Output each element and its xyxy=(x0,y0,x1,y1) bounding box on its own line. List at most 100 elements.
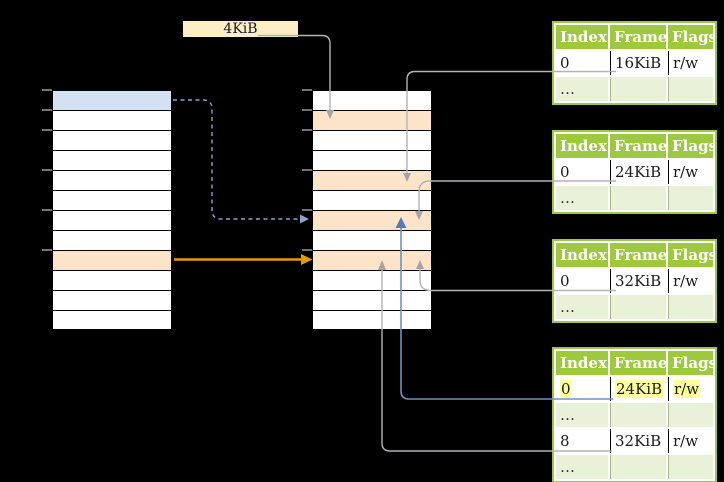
table-row-ellipsis: … xyxy=(556,295,713,319)
flags-cell: r/w xyxy=(668,429,713,453)
virtual-memory-column xyxy=(52,90,172,330)
index-cell: 0 xyxy=(556,269,608,293)
frame-cell: 32KiB xyxy=(610,269,666,293)
table-row: 0 32KiB r/w xyxy=(556,269,713,293)
col-header-flags: Flags xyxy=(668,351,713,375)
virtual-page-cell-10 xyxy=(53,291,171,311)
virtual-page-cell-3 xyxy=(53,151,171,171)
frame-cell: 16KiB xyxy=(610,51,666,75)
physical-frame-cell-11 xyxy=(313,311,431,329)
col-header-frame: Frame xyxy=(610,134,666,158)
physical-frame-cell-7 xyxy=(313,231,431,251)
address-tick xyxy=(302,169,312,171)
physical-frame-cell-3 xyxy=(313,151,431,171)
virtual-page-cell-5 xyxy=(53,191,171,211)
virtual-page-cell-0 xyxy=(53,91,171,111)
flags-cell: r/w xyxy=(668,51,713,75)
address-tick xyxy=(302,89,312,91)
table-header-row: Index Frame Flags xyxy=(556,243,713,267)
virtual-page-cell-11 xyxy=(53,311,171,329)
index-cell: 0 xyxy=(556,377,608,401)
table-row: 0 16KiB r/w xyxy=(556,51,713,75)
physical-frame-cell-4 xyxy=(313,171,431,191)
address-tick xyxy=(302,209,312,211)
col-header-frame: Frame xyxy=(610,243,666,267)
table-header-row: Index Frame Flags xyxy=(556,134,713,158)
page-table-1: Index Frame Flags 0 16KiB r/w … xyxy=(552,21,717,105)
address-tick xyxy=(302,109,312,111)
virtual-page-cell-4 xyxy=(53,171,171,191)
address-tick xyxy=(42,129,52,131)
table-row-ellipsis: … xyxy=(556,455,713,479)
page-table-2: Index Frame Flags 0 24KiB r/w … xyxy=(552,130,717,214)
index-cell: … xyxy=(556,403,608,427)
col-header-index: Index xyxy=(556,243,608,267)
index-cell: 0 xyxy=(556,51,608,75)
table-row-highlighted: 0 24KiB r/w xyxy=(556,377,713,401)
frame-cell xyxy=(610,455,666,479)
frame-cell xyxy=(610,295,666,319)
flags-cell xyxy=(668,403,713,427)
frame-cell xyxy=(610,403,666,427)
address-tick xyxy=(42,249,52,251)
virtual-page-cell-7 xyxy=(53,231,171,251)
address-tick xyxy=(302,249,312,251)
page-table-3: Index Frame Flags 0 32KiB r/w … xyxy=(552,239,717,323)
address-tick xyxy=(42,209,52,211)
table-row: 0 24KiB r/w xyxy=(556,160,713,184)
virtual-page-cell-9 xyxy=(53,271,171,291)
col-header-index: Index xyxy=(556,351,608,375)
virtual-page-cell-2 xyxy=(53,131,171,151)
virtual-page-cell-1 xyxy=(53,111,171,131)
col-header-index: Index xyxy=(556,134,608,158)
flags-cell: r/w xyxy=(668,269,713,293)
address-tick xyxy=(42,169,52,171)
flags-cell: r/w xyxy=(668,377,713,401)
table-header-row: Index Frame Flags xyxy=(556,351,713,375)
frame-cell: 32KiB xyxy=(610,429,666,453)
index-cell: … xyxy=(556,77,608,101)
address-tick xyxy=(42,89,52,91)
physical-memory-column xyxy=(312,90,432,330)
col-header-flags: Flags xyxy=(668,25,713,49)
index-cell: 0 xyxy=(556,160,608,184)
frame-cell xyxy=(610,77,666,101)
virtual-page-cell-8 xyxy=(53,251,171,271)
index-cell: … xyxy=(556,455,608,479)
col-header-frame: Frame xyxy=(610,351,666,375)
physical-frame-cell-1 xyxy=(313,111,431,131)
flags-cell xyxy=(668,186,713,210)
flags-cell xyxy=(668,77,713,101)
physical-frame-cell-5 xyxy=(313,191,431,211)
frame-cell: 24KiB xyxy=(610,377,666,401)
flags-cell xyxy=(668,455,713,479)
col-header-flags: Flags xyxy=(668,243,713,267)
arrowhead-right-frame-32k xyxy=(301,254,313,265)
col-header-index: Index xyxy=(556,25,608,49)
arrowhead-right-frame-24k xyxy=(300,214,309,224)
col-header-frame: Frame xyxy=(610,25,666,49)
col-header-flags: Flags xyxy=(668,134,713,158)
physical-frame-cell-2 xyxy=(313,131,431,151)
arrow-virtual-page0-to-frame-24k xyxy=(173,99,300,220)
table-row: 8 32KiB r/w xyxy=(556,429,713,453)
table-header-row: Index Frame Flags xyxy=(556,25,713,49)
physical-frame-cell-0 xyxy=(313,91,431,111)
flags-cell xyxy=(668,295,713,319)
table-row-ellipsis: … xyxy=(556,403,713,427)
frame-cell: 24KiB xyxy=(610,160,666,184)
physical-frame-cell-8 xyxy=(313,251,431,271)
frame-cell xyxy=(610,186,666,210)
page-table-4: Index Frame Flags 0 24KiB r/w … 8 32KiB … xyxy=(552,347,717,482)
address-tick xyxy=(42,109,52,111)
index-cell: 8 xyxy=(556,429,608,453)
page-size-label-text: 4KiB xyxy=(223,21,258,37)
index-cell: … xyxy=(556,295,608,319)
index-cell: … xyxy=(556,186,608,210)
physical-frame-cell-9 xyxy=(313,271,431,291)
page-size-label: 4KiB xyxy=(183,21,298,37)
table-row-ellipsis: … xyxy=(556,186,713,210)
virtual-page-cell-6 xyxy=(53,211,171,231)
flags-cell: r/w xyxy=(668,160,713,184)
